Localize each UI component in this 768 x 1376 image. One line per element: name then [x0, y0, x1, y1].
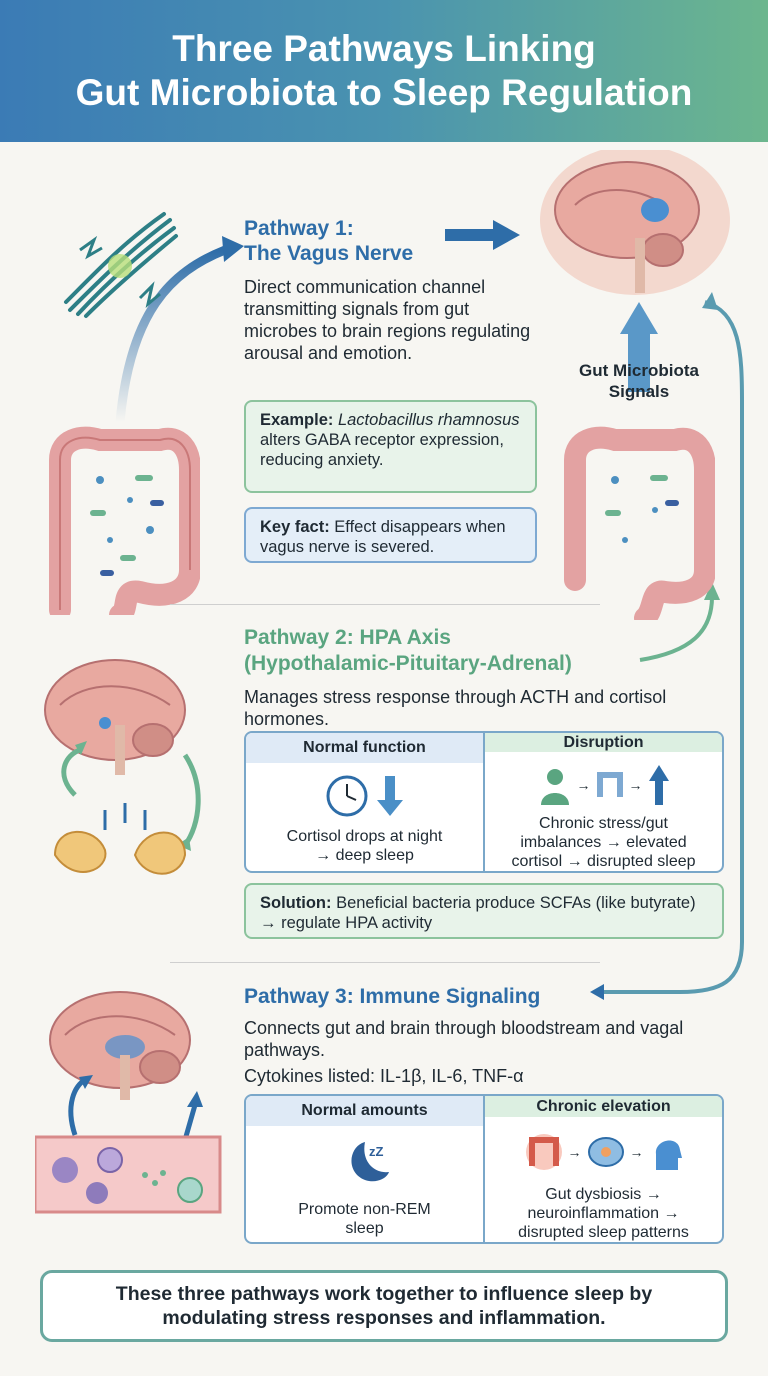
- solution-text: Beneficial bacteria produce SCFAs (like …: [260, 894, 696, 932]
- normal-amounts-header: Normal amounts: [246, 1096, 483, 1126]
- summary-footer: These three pathways work together to in…: [40, 1270, 728, 1342]
- page-title-line1: Three Pathways Linking: [172, 28, 596, 69]
- pathway1-title-line2: The Vagus Nerve: [244, 242, 414, 265]
- connector-arrows: [115, 220, 744, 1000]
- chronic-elevation-column: Chronic elevation → → Gut dysbiosis → ne…: [483, 1096, 722, 1242]
- side-label: Gut Microbiota Signals: [564, 360, 714, 402]
- normal-amounts-column: Normal amounts zZ Promote non-REM sleep: [246, 1096, 483, 1242]
- pathway2-description: Manages stress response through ACTH and…: [244, 687, 667, 729]
- divider-1: [170, 604, 600, 605]
- moon-sleep-icon: zZ: [350, 1142, 389, 1182]
- normal-function-header: Normal function: [246, 733, 483, 763]
- clock-icon: [326, 775, 367, 817]
- normal-amounts-text: Promote non-REM sleep: [298, 1201, 431, 1237]
- svg-text:zZ: zZ: [369, 1144, 384, 1159]
- normal-function-text: Cortisol drops at night → deep sleep: [286, 828, 443, 864]
- example-species: Lactobacillus rhamnosus: [337, 411, 520, 429]
- head-profile-icon: [655, 1140, 682, 1170]
- page-title-line2: Gut Microbiota to Sleep Regulation: [75, 72, 693, 113]
- colon-icon: [49, 426, 200, 615]
- disruption-header: Disruption: [485, 733, 722, 752]
- pathway3-title: Pathway 3: Immune Signaling: [244, 985, 541, 1008]
- pathway1-description: Direct communication channel transmittin…: [244, 277, 531, 363]
- normal-function-column: Normal function Cortisol drops at night …: [246, 733, 483, 871]
- side-label-line2: Signals: [608, 382, 670, 401]
- colon-icon-right: [564, 426, 715, 620]
- brain-icon: [540, 150, 730, 295]
- key-fact-label: Key fact:: [260, 518, 335, 536]
- cytokines-list: Cytokines listed: IL-1β, IL-6, TNF-α: [244, 1066, 524, 1086]
- key-fact-text: Effect disappears when vagus nerve is se…: [260, 518, 506, 556]
- gut-icon: [596, 772, 623, 797]
- example-box: Example: Lactobacillus rhamnosus alters …: [244, 400, 537, 493]
- pathway1-title-line1: Pathway 1:: [244, 217, 354, 240]
- chronic-elevation-text: Gut dysbiosis → neuroinflammation → disr…: [518, 1186, 689, 1241]
- summary-text: These three pathways work together to in…: [115, 1283, 653, 1329]
- divider-2: [170, 962, 600, 963]
- pathway2-title-line1: Pathway 2: HPA Axis: [244, 626, 451, 649]
- inflamed-gut-icon: [525, 1134, 562, 1170]
- example-text: alters GABA receptor expression, reducin…: [260, 431, 504, 469]
- example-label: Example:: [260, 411, 338, 429]
- disruption-text: Chronic stress/gut imbalances → elevated…: [511, 815, 696, 870]
- pathway3-description: Connects gut and brain through bloodstre…: [244, 1018, 684, 1060]
- immune-comparison-table: Normal amounts zZ Promote non-REM sleep …: [244, 1094, 724, 1244]
- pathway2-title-line2: (Hypothalamic-Pituitary-Adrenal): [244, 652, 572, 675]
- brain-inflamed-icon: [587, 1137, 624, 1167]
- solution-label: Solution:: [260, 894, 337, 912]
- chronic-elevation-header: Chronic elevation: [485, 1096, 722, 1117]
- header-banner: Three Pathways Linking Gut Microbiota to…: [0, 0, 768, 142]
- immune-illustration: [35, 991, 222, 1214]
- down-arrow-icon: [376, 776, 403, 816]
- stressed-person-icon: [540, 769, 569, 805]
- disruption-column: Disruption → → Chronic stress/gut imbala…: [483, 733, 722, 871]
- key-fact-box: Key fact: Effect disappears when vagus n…: [244, 507, 537, 563]
- solution-box: Solution: Beneficial bacteria produce SC…: [244, 883, 724, 939]
- nerve-icon: [64, 212, 178, 318]
- up-arrow-icon: [648, 765, 669, 805]
- side-label-line1: Gut Microbiota: [579, 361, 699, 380]
- hpa-comparison-table: Normal function Cortisol drops at night …: [244, 731, 724, 873]
- hpa-axis-illustration: [44, 659, 201, 875]
